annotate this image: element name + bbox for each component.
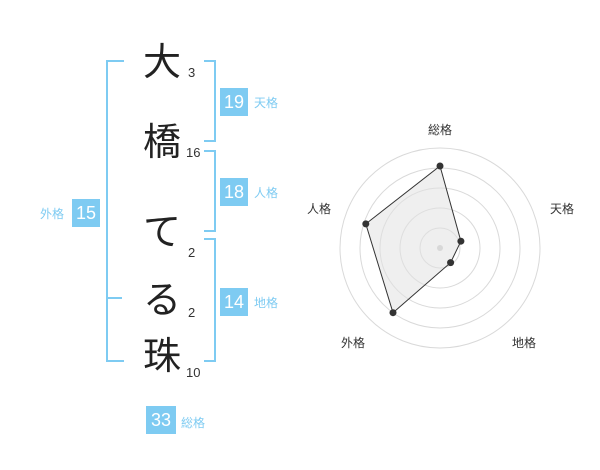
- jinkaku-badge: 18: [220, 178, 248, 206]
- name-char-4: る: [142, 278, 181, 322]
- name-char-2: 橋: [142, 120, 181, 164]
- stroke-count-2: 16: [186, 145, 201, 160]
- gaikaku-bracket-divider: [106, 297, 122, 299]
- radar-point-4: [389, 309, 397, 317]
- soukaku-label: 総格: [181, 416, 206, 430]
- chikaku-label: 地格: [254, 296, 279, 310]
- gaikaku-label: 外格: [40, 207, 65, 221]
- radar-ring-5: [339, 147, 541, 349]
- stroke-count-5: 10: [186, 365, 201, 380]
- chikaku-bracket: [204, 238, 216, 362]
- radar-label-jinkaku: 人格: [307, 202, 332, 216]
- radar-point-3: [447, 259, 455, 267]
- tenkaku-badge: 19: [220, 88, 248, 116]
- soukaku-badge: 33: [146, 406, 176, 434]
- tenkaku-label: 天格: [254, 96, 279, 110]
- radar-point-1: [436, 162, 444, 170]
- name-char-1: 大: [142, 40, 181, 84]
- stroke-count-3: 2: [188, 245, 196, 260]
- radar-label-soukaku: 総格: [428, 123, 453, 137]
- stroke-count-4: 2: [188, 305, 196, 320]
- gaikaku-bracket: [106, 60, 124, 362]
- radar-point-5: [362, 220, 370, 228]
- jinkaku-bracket: [204, 150, 216, 232]
- chikaku-badge: 14: [220, 288, 248, 316]
- radar-label-gaikaku: 外格: [341, 336, 366, 350]
- stroke-count-1: 3: [188, 65, 196, 80]
- name-char-5: 珠: [142, 334, 181, 378]
- radar-area: [365, 165, 462, 314]
- radar-label-chikaku: 地格: [512, 336, 537, 350]
- gaikaku-badge: 15: [72, 199, 100, 227]
- name-char-3: て: [142, 210, 181, 254]
- radar-label-tenkaku: 天格: [550, 202, 575, 216]
- jinkaku-label: 人格: [254, 186, 279, 200]
- tenkaku-bracket: [204, 60, 216, 142]
- radar-point-2: [457, 237, 465, 245]
